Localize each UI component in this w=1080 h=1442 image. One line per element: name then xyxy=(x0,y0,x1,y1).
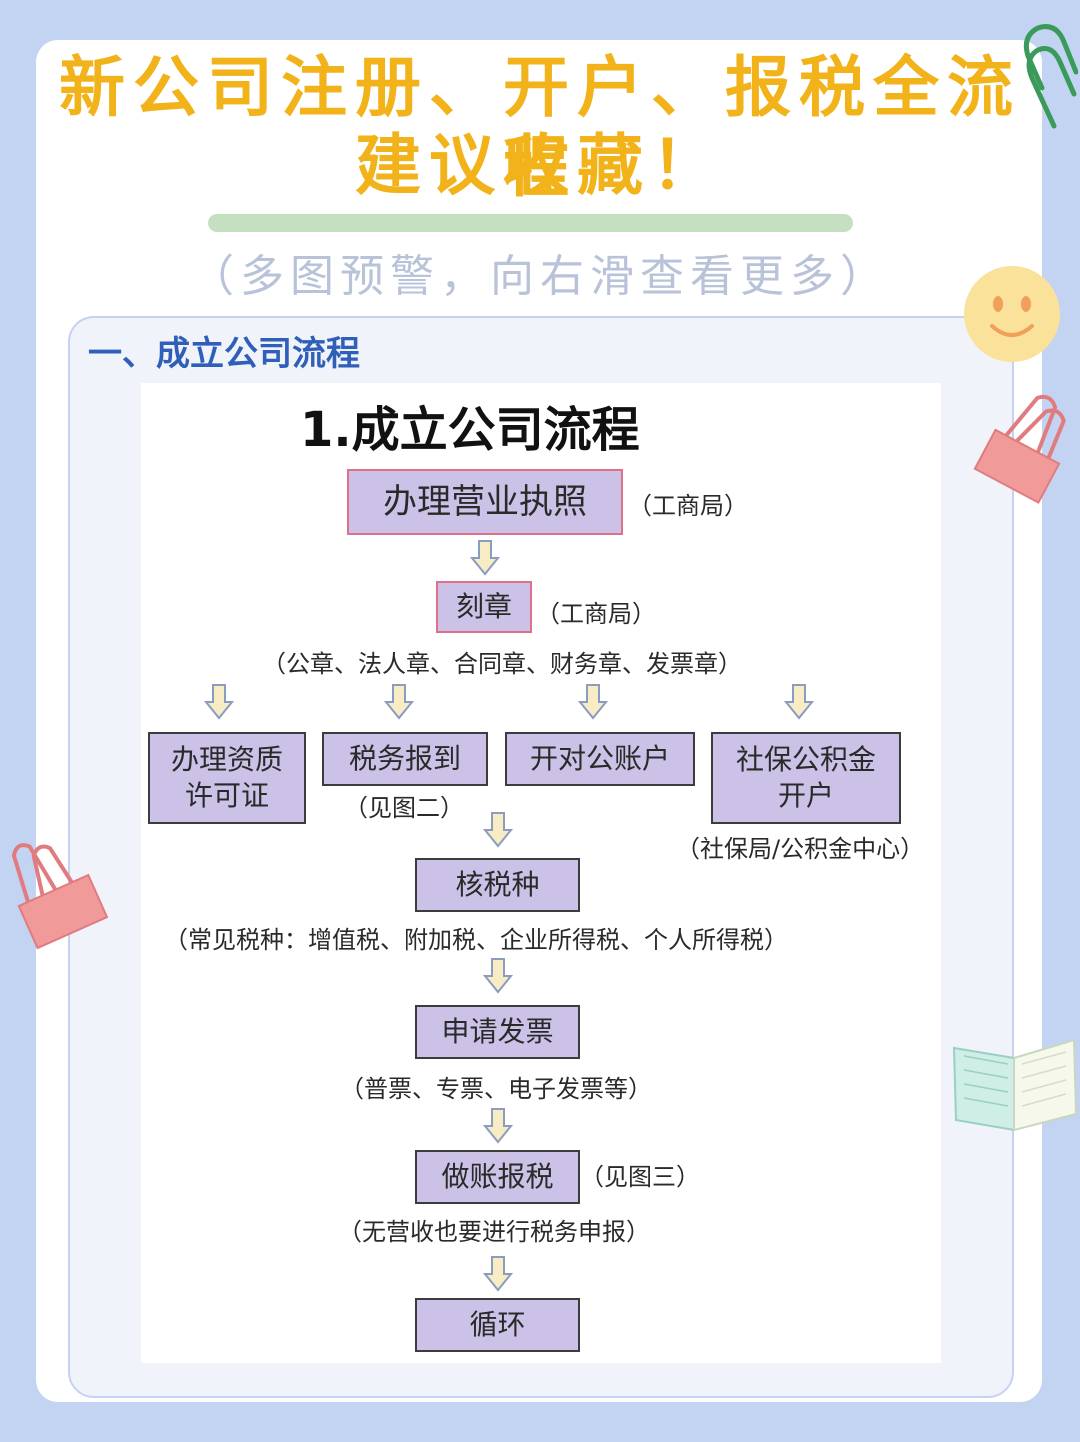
diagram-title: 1.成立公司流程 xyxy=(300,402,640,458)
node-tax-type: 核税种 xyxy=(415,858,580,912)
note-license: （工商局） xyxy=(628,492,748,520)
section-heading: 一、成立公司流程 xyxy=(88,334,360,374)
page-title-line2: 建议收藏！ xyxy=(355,127,725,204)
paperclip-icon xyxy=(1023,24,1078,129)
node-invoice: 申请发票 xyxy=(415,1005,580,1059)
note-tax-registration: （见图二） xyxy=(344,794,464,822)
down-arrow-icon xyxy=(784,684,814,720)
down-arrow-icon xyxy=(384,684,414,720)
node-cycle: 循环 xyxy=(415,1298,580,1352)
down-arrow-icon xyxy=(483,958,513,994)
node-social-security: 社保公积金开户 xyxy=(711,732,901,824)
down-arrow-icon xyxy=(483,812,513,848)
node-bookkeeping: 做账报税 xyxy=(415,1150,580,1204)
note-tax-type: （常见税种：增值税、附加税、企业所得税、个人所得税） xyxy=(164,926,788,954)
node-qualification: 办理资质许可证 xyxy=(148,732,306,824)
binder-clip-icon xyxy=(11,843,109,950)
accent-bar xyxy=(208,214,853,232)
note-invoice: （普票、专票、电子发票等） xyxy=(340,1075,652,1103)
smiley-icon xyxy=(964,266,1060,362)
note-seal-types: （公章、法人章、合同章、财务章、发票章） xyxy=(262,650,742,678)
down-arrow-icon xyxy=(204,684,234,720)
page-subtitle: （多图预警，向右滑查看更多） xyxy=(190,251,890,302)
down-arrow-icon xyxy=(470,540,500,576)
page-title-line1: 新公司注册、开户、报税全流程 xyxy=(59,49,1021,206)
note-social-security: （社保局/公积金中心） xyxy=(676,835,925,863)
down-arrow-icon xyxy=(483,1256,513,1292)
note-seal: （工商局） xyxy=(536,600,656,628)
down-arrow-icon xyxy=(578,684,608,720)
down-arrow-icon xyxy=(483,1108,513,1144)
binder-clip-icon xyxy=(973,394,1066,504)
node-tax-registration: 税务报到 xyxy=(322,732,488,786)
note-bookkeeping-ref: （见图三） xyxy=(580,1163,700,1191)
notebook-icon xyxy=(952,1038,1078,1132)
node-bank-account: 开对公账户 xyxy=(505,732,695,786)
node-seal: 刻章 xyxy=(436,581,532,633)
note-bookkeeping: （无营收也要进行税务申报） xyxy=(338,1218,650,1246)
node-license: 办理营业执照 xyxy=(347,469,623,535)
